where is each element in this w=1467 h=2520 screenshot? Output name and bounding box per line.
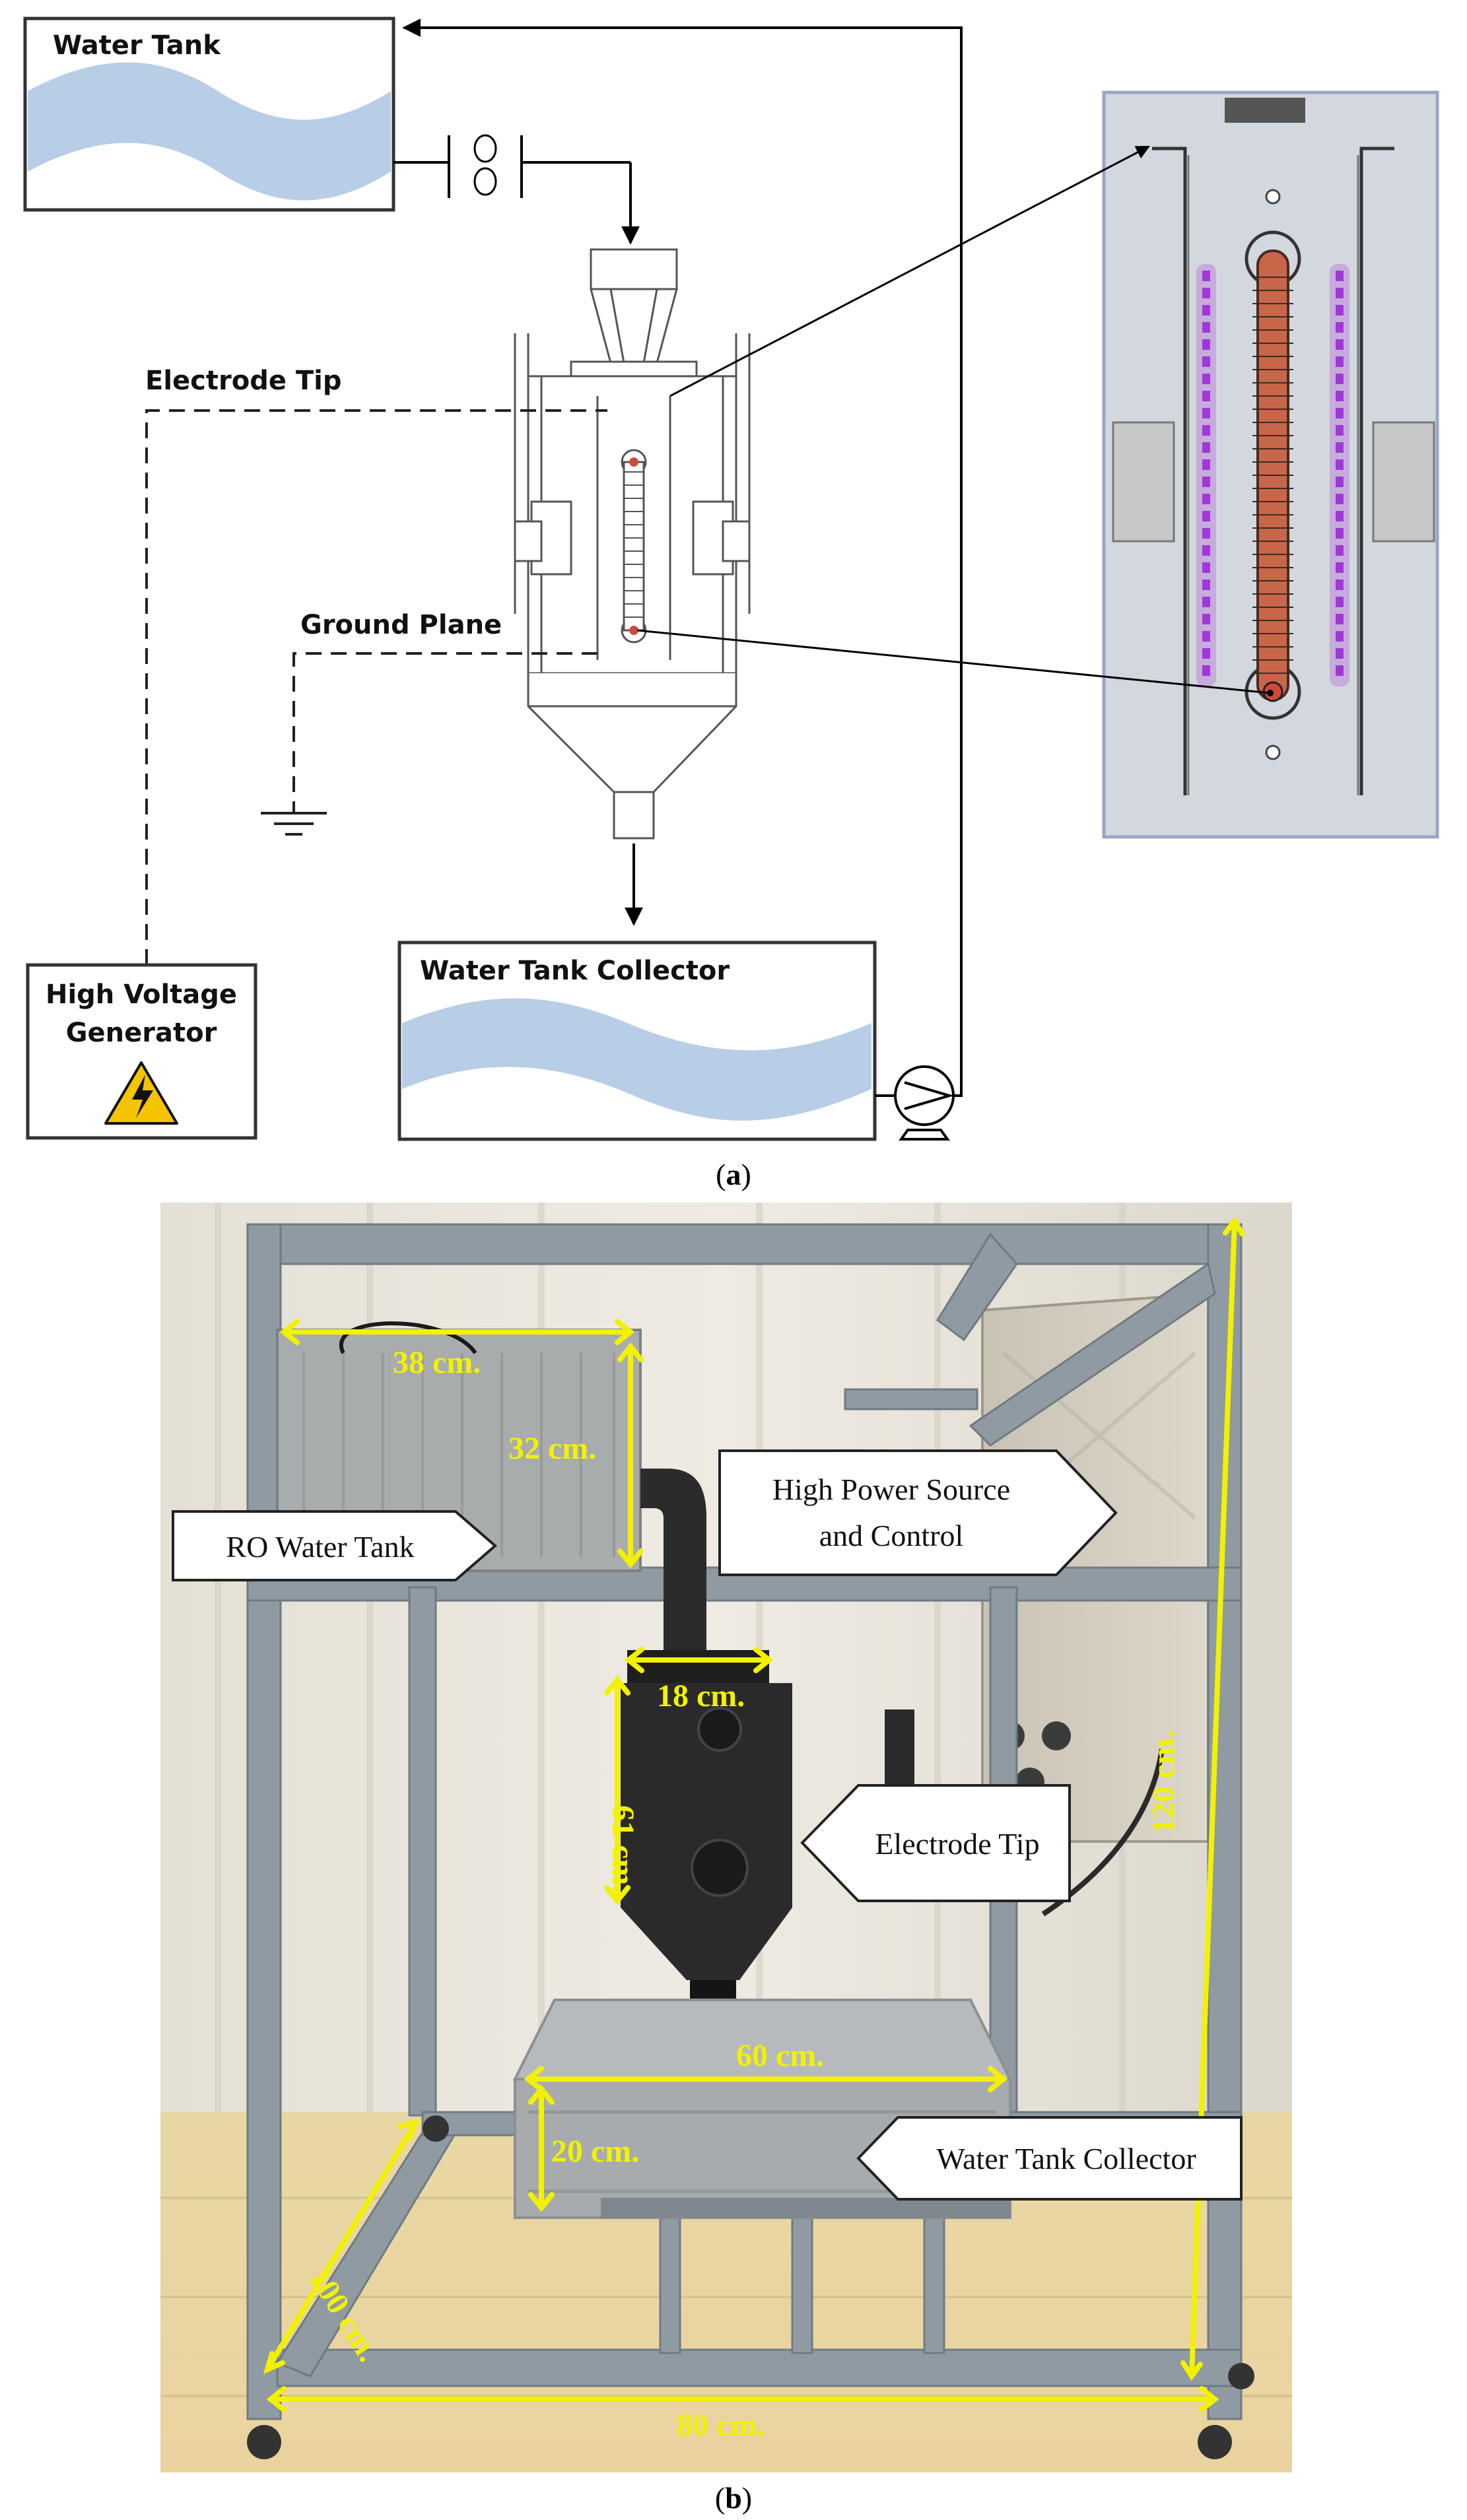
- dim-80-label: 80 cm.: [677, 2408, 765, 2443]
- high-voltage-label-1: High Voltage: [46, 979, 237, 1010]
- ground-plane-label: Ground Plane: [300, 610, 502, 640]
- reactor-drawing: [514, 248, 751, 840]
- water-tank-box: Water Tank: [23, 17, 395, 212]
- dim-18-label: 18 cm.: [657, 1678, 745, 1713]
- dim-20-label: 20 cm.: [551, 2134, 639, 2169]
- collector-tank-box: Water Tank Collector: [397, 941, 877, 1141]
- electrode-dot-bottom: [629, 626, 638, 635]
- fan-valve-icon: [393, 134, 640, 245]
- ground-symbol-icon: [261, 812, 327, 836]
- warning-voltage-icon: [104, 1061, 178, 1125]
- high-power-label-1: High Power Source: [772, 1473, 1010, 1506]
- dim-60-label: 60 cm.: [736, 2038, 824, 2073]
- caster-wheels: [247, 2115, 1254, 2459]
- callout-electrode-tip: Electrode Tip: [800, 1784, 1071, 1902]
- electrode-tip-label: Electrode Tip: [145, 366, 342, 396]
- electrode-inset: [1102, 90, 1439, 839]
- schematic-panel: Water Tank: [23, 17, 1439, 1141]
- photo-panel: 38 cm. 32 cm. 18 cm. 61 cm. 60 cm. 20 cm…: [160, 1203, 1292, 2472]
- dim-120-label: 120 cm.: [1146, 1730, 1181, 1834]
- electrode-dot-top: [629, 457, 638, 467]
- plasma-glow-right: [1330, 264, 1349, 686]
- high-power-label-2: and Control: [819, 1519, 963, 1552]
- photo-electrode-tip-label: Electrode Tip: [875, 1827, 1039, 1861]
- water-tank-label: Water Tank: [53, 30, 221, 61]
- photo-collector-label: Water Tank Collector: [936, 2142, 1196, 2175]
- dim-61-label: 61 cm.: [605, 1805, 640, 1893]
- caption-a: (a): [716, 1158, 751, 1191]
- pump-icon: [875, 1065, 955, 1141]
- high-voltage-label-2: Generator: [66, 1018, 217, 1048]
- plasma-glow-left: [1196, 264, 1216, 686]
- callout-ro-tank: RO Water Tank: [172, 1510, 498, 1581]
- callout-collector: Water Tank Collector: [856, 2116, 1243, 2201]
- dim-38-label: 38 cm.: [393, 1345, 481, 1380]
- high-voltage-generator-box: High Voltage Generator: [26, 963, 257, 1140]
- collector-label: Water Tank Collector: [420, 956, 730, 986]
- pipe-elbow: [640, 1469, 706, 1663]
- callout-high-power: High Power Source and Control: [718, 1449, 1118, 1576]
- ro-tank-label: RO Water Tank: [226, 1530, 414, 1564]
- dim-32-label: 32 cm.: [508, 1431, 596, 1466]
- caption-b: (b): [715, 2481, 752, 2515]
